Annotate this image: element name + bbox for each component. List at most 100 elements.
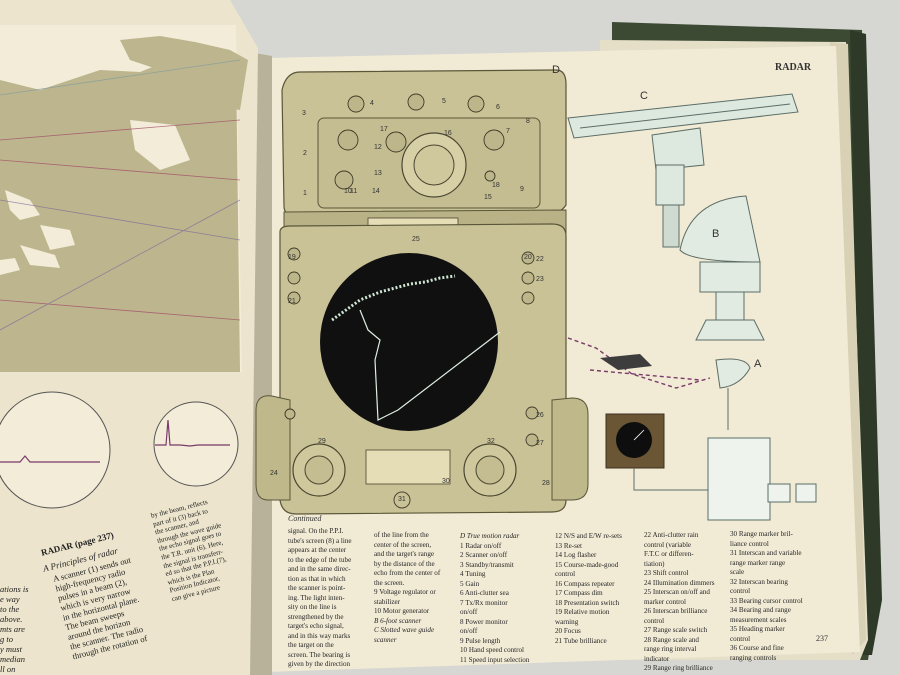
- map-land: [0, 55, 240, 372]
- key-item: range ring interval: [644, 645, 697, 653]
- key-item: D True motion radar: [460, 532, 520, 540]
- intro-line: center of the screen,: [374, 540, 432, 549]
- label-a: A: [754, 358, 762, 370]
- continued-label: Continued: [288, 514, 322, 523]
- callout-number: 29: [318, 438, 326, 445]
- callout-number: 20: [524, 254, 532, 261]
- key-item: stabilizer: [374, 597, 400, 606]
- intro-line: to the edge of the tube: [288, 555, 352, 564]
- callout-number: 25: [412, 236, 420, 243]
- slotted-wave-guide-scanner: [567, 93, 799, 248]
- left-edge-line: ations is: [0, 584, 29, 594]
- key-item: 2 Scanner on/off: [460, 551, 508, 559]
- left-edge-line: above.: [0, 614, 23, 624]
- key-item: control: [730, 634, 751, 643]
- label-d: D: [552, 64, 560, 76]
- key-item: control (variable: [644, 540, 692, 549]
- key-item: 17 Compass dim: [555, 589, 603, 597]
- left-edge-line: mts are: [0, 624, 25, 634]
- page-number: 237: [816, 634, 828, 643]
- intro-line: and in the same direc-: [288, 565, 351, 573]
- callout-number: 9: [520, 186, 524, 193]
- callout-number: 12: [374, 144, 382, 151]
- intro-line: the scanner is point-: [288, 584, 346, 592]
- key-item: control: [644, 616, 665, 625]
- radar-screen: [320, 253, 498, 431]
- key-item: 7 Tx/Rx monitor: [460, 598, 508, 607]
- key-item: 14 Log flasher: [555, 551, 597, 559]
- key-item: 6 Anti-clutter sea: [460, 589, 509, 597]
- callout-number: 8: [526, 118, 530, 125]
- key-item: range marker range: [730, 558, 786, 567]
- key-item: 28 Range scale and: [644, 635, 699, 644]
- key-item: 12 N/S and E/W re-sets: [555, 532, 622, 540]
- callout-number: 15: [484, 194, 492, 201]
- key-item: control: [730, 587, 751, 595]
- key-item: control: [555, 570, 576, 578]
- key-item: 13 Re-set: [555, 541, 582, 550]
- key-item: 5 Gain: [460, 579, 480, 588]
- key-item: 15 Course-made-good: [555, 560, 619, 569]
- key-item: 26 Interscan brilliance: [644, 607, 708, 615]
- radar-console: [255, 69, 589, 515]
- key-item: control: [644, 674, 734, 675]
- intro-line: echo from the center of: [374, 569, 441, 577]
- key-item: indicator: [644, 654, 670, 663]
- callout-number: 11: [350, 188, 358, 195]
- callout-number: 22: [536, 256, 544, 263]
- left-edge-line: median: [0, 654, 26, 664]
- intro-line: tion as that in which: [288, 574, 346, 583]
- callout-number: 30: [442, 478, 450, 485]
- key-item: scanner: [374, 635, 397, 644]
- intro-line: signal. On the P.P.I.: [288, 527, 344, 535]
- label-b: B: [712, 228, 720, 240]
- key-item: tiation): [644, 559, 665, 568]
- intro-line: tube's screen (8) a line: [288, 536, 352, 545]
- callout-number: 16: [444, 130, 452, 137]
- running-head: RADAR: [775, 62, 812, 73]
- key-item: 4 Tuning: [460, 570, 486, 578]
- callout-number: 31: [398, 496, 406, 503]
- key-item: 10 Hand speed control: [460, 646, 525, 654]
- key-item: 36 Course and fine: [730, 644, 784, 652]
- key-item: 33 Bearing cursor control: [730, 596, 803, 605]
- key-item: scale: [730, 568, 745, 576]
- key-item: 23 Shift control: [644, 569, 689, 577]
- intro-line: appears at the center: [288, 546, 347, 554]
- intro-line: of the line from the: [374, 531, 429, 539]
- callout-number: 2: [303, 150, 307, 157]
- intro-line: by the distance of the: [374, 559, 435, 568]
- key-item: 27 Range scale switch: [644, 626, 708, 634]
- key-item: on/off: [460, 608, 478, 616]
- intro-line: and the target's range: [374, 550, 435, 558]
- key-item: 10 Motor generator: [374, 607, 430, 615]
- intro-line: strengthened by the: [288, 612, 344, 621]
- callout-number: 13: [374, 170, 382, 177]
- key-item: 30 Range marker bril-: [730, 530, 793, 538]
- callout-number: 5: [442, 98, 446, 105]
- intro-line: given by the direction: [288, 660, 351, 668]
- callout-number: 18: [492, 182, 500, 189]
- key-item: measurement scales: [730, 615, 787, 624]
- left-edge-line: y must: [0, 644, 22, 654]
- callout-number: 10: [344, 188, 352, 195]
- intro-line: the target on the: [288, 641, 334, 649]
- key-item: 35 Heading marker: [730, 625, 785, 633]
- intro-line: target's echo signal,: [288, 622, 344, 630]
- intro-column-1: signal. On the P.P.I.tube's screen (8) a…: [288, 527, 372, 670]
- key-item: 9 Pulse length: [460, 636, 501, 645]
- callout-number: 32: [487, 438, 495, 445]
- callout-number: 19: [288, 254, 296, 261]
- callout-number: 23: [536, 276, 544, 283]
- key-item: 21 Tube brilliance: [555, 636, 607, 645]
- key-item: on/off: [460, 627, 478, 635]
- callout-number: 14: [372, 188, 380, 195]
- key-item: 25 Interscan on/off and: [644, 588, 710, 596]
